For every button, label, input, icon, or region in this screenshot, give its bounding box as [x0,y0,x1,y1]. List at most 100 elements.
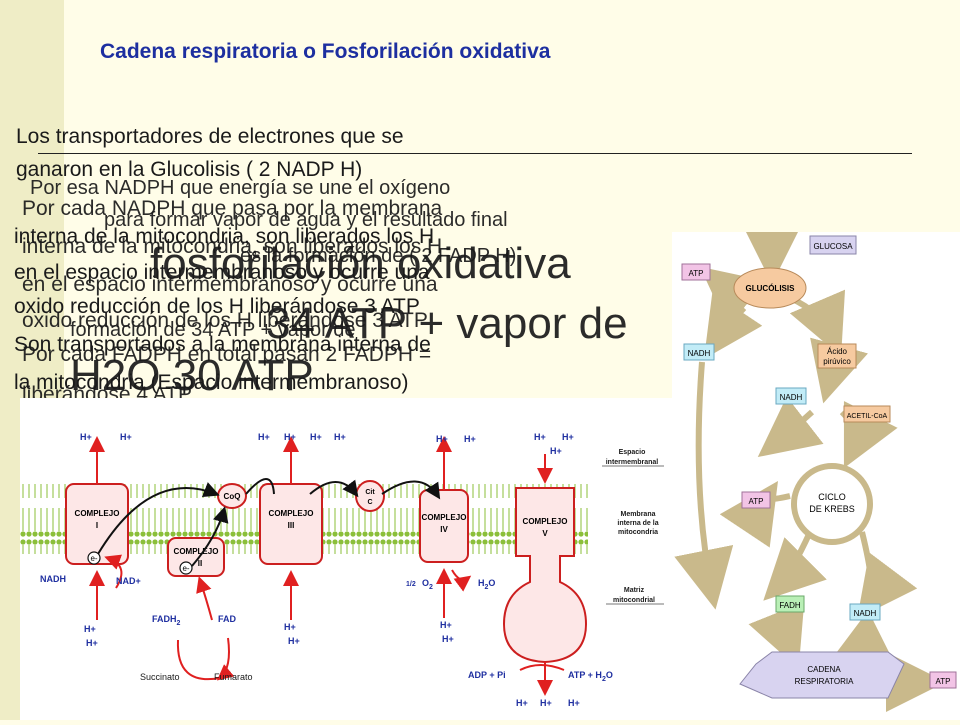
cit-label: C [367,499,372,506]
flow-node-glucolisis: GLUCÓLISIS [733,267,807,309]
complex-2: COMPLEJO II [167,537,225,577]
hplus-label: H+ [436,434,448,444]
cit-label: Cit [365,489,375,496]
flow-node-cadena-respiratoria: CADENA RESPIRATORIA [739,651,905,699]
flow-node-acetil-coa: ACETIL-CoA [843,405,891,423]
text-line: Los transportadores de electrones que se [16,125,404,148]
text-line: interna de la mitocondria, son liberados… [22,235,443,258]
svg-text:ATP: ATP [749,497,764,506]
succinato-label: Succinato [140,672,180,682]
complex-label: III [288,521,295,530]
nad-label: NAD+ [116,576,141,586]
flow-node-nadh-mid: NADH [775,387,807,405]
complex-label: V [542,529,548,538]
hplus-label: H+ [334,432,346,442]
fumarato-label: Fumarato [214,672,253,682]
nadh-label: NADH [40,574,66,584]
hplus-label: H+ [568,698,580,708]
fad-label: FAD [218,614,237,624]
proton-arrows [89,436,565,696]
intermembrane-label: intermembranal [606,459,659,466]
membrane-label: mitocondria [618,529,658,536]
text-line: Son transportados a la membrana interna … [14,333,431,356]
flow-node-atp-top: ATP [681,263,711,281]
text-line: en el espacio intermembranoso y ocurre u… [14,261,430,284]
hplus-label: H+ [284,432,296,442]
complex-label: IV [440,525,448,534]
membrane-label: Membrana [620,511,655,518]
electron-icon: e- [87,551,101,565]
hplus-label: H+ [442,634,454,644]
svg-text:ATP: ATP [689,269,704,278]
svg-text:CADENA: CADENA [807,665,841,674]
complex-label: II [198,559,202,568]
matrix-label: Matriz [624,587,645,594]
hplus-label: H+ [120,432,132,442]
flow-node-acido-piruvico: Ácido pirúvico [817,343,857,369]
svg-text:CICLO: CICLO [818,492,846,502]
svg-text:ACETIL-CoA: ACETIL-CoA [847,413,888,420]
svg-text:GLUCOSA: GLUCOSA [813,242,853,251]
electron-transport-chain-diagram: COMPLEJO I COMPLEJO II COMPLEJO III COMP… [20,398,672,720]
title-divider-line [38,153,912,154]
text-line: oxido reducción de los H liberándose 3 A… [14,295,420,318]
hplus-label: H+ [288,636,300,646]
complex-label: COMPLEJO [422,513,467,522]
flow-node-ciclo-krebs: CICLO DE KREBS [791,463,873,545]
text-line: para formar vapor de agua y el resultado… [104,209,508,231]
complex-label: COMPLEJO [174,547,219,556]
cytochrome-c: Cit C [355,480,385,512]
complex-4: COMPLEJO IV [419,489,469,563]
half-label: 1/2 [406,581,416,588]
hplus-label: H+ [534,432,546,442]
atp-output-label: ATP + H2O [568,670,613,683]
fadh2-label: FADH2 [152,614,181,627]
complex-label: COMPLEJO [269,509,314,518]
flow-arrows [674,224,946,712]
hplus-label: H+ [540,698,552,708]
big-text-line: fosforilación oxidativa [150,239,571,288]
flow-node-atp-bottom: ATP [929,671,957,689]
electron-label: e- [182,564,189,573]
adp-label: ADP + Pi [468,670,506,680]
electron-path-arrows [97,478,441,567]
big-text-line: H2O 30 ATP [70,351,314,400]
hplus-label: H+ [258,432,270,442]
hplus-label: H+ [84,624,96,634]
intermembrane-label: Espacio [619,449,646,456]
svg-text:RESPIRATORIA: RESPIRATORIA [795,677,854,686]
hplus-label: H+ [80,432,92,442]
svg-text:NADH: NADH [780,393,803,402]
complex-label: I [96,521,98,530]
complex-5-atp-synthase: COMPLEJO V [502,487,588,664]
hplus-label: H+ [310,432,322,442]
chain-svg: COMPLEJO I COMPLEJO II COMPLEJO III COMP… [20,432,664,708]
text-line: interna de la mitocondria, son liberados… [14,225,435,248]
hplus-label: H+ [550,446,562,456]
flow-node-fadh: FADH [775,595,805,613]
hplus-label: H+ [516,698,528,708]
hplus-label: H+ [562,432,574,442]
coq-label: CoQ [224,492,241,501]
text-line: Por cada FADPH en total pasan 2 FADPH = [22,343,432,366]
svg-text:NADH: NADH [854,609,877,618]
complex-3: COMPLEJO III [259,483,323,565]
electron-icon: e- [179,561,193,575]
electron-label: e- [90,554,97,563]
hplus-label: H+ [284,622,296,632]
complex-label: COMPLEJO [75,509,120,518]
hplus-label: H+ [440,620,452,630]
text-line: Por esa NADPH que energía se une el oxíg… [30,177,451,199]
svg-text:NADH: NADH [688,349,711,358]
matrix-label: mitocondrial [613,597,655,604]
hplus-labels: H+ H+ H+ H+ H+ H+ H+ H+ H+ H+ H+ H+ H+ H… [80,432,580,708]
svg-text:Ácido: Ácido [827,347,848,356]
svg-text:DE KREBS: DE KREBS [809,504,855,514]
flow-node-glucosa: GLUCOSA [809,235,857,255]
svg-text:GLUCÓLISIS: GLUCÓLISIS [746,284,796,293]
slide-title: Cadena respiratoria o Fosforilación oxid… [100,40,551,63]
flow-svg: GLUCOSA ATP GLUCÓLISIS NADH Ácido pirúvi… [674,224,957,712]
flow-node-nadh-left: NADH [683,343,715,361]
flow-node-nadh-bottom: NADH [849,603,881,621]
o2-label: O2 [422,578,433,591]
